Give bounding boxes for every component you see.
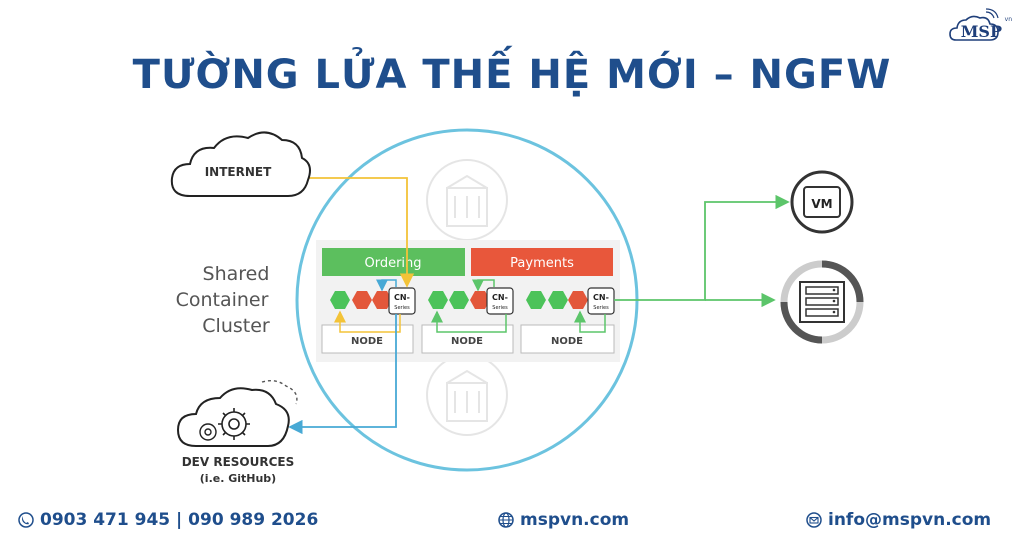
server-icon (780, 260, 864, 344)
node-box-3 (520, 324, 615, 354)
website-text: mspvn.com (520, 510, 630, 530)
node-box-1 (321, 324, 414, 354)
payments-label: Payments (510, 256, 574, 271)
svg-text:Series: Series (394, 305, 410, 311)
globe-icon (498, 512, 514, 528)
internal-flow-line (334, 310, 401, 333)
cluster-label-line3: Cluster (202, 315, 270, 337)
dev-resources-sub: (i.e. GitHub) (200, 472, 276, 485)
green-flow-line (472, 279, 495, 292)
pod-hexagon (449, 291, 469, 309)
footer-email[interactable]: info@mspvn.com (806, 510, 991, 530)
dev-resources-label: DEV RESOURCES (182, 455, 295, 469)
ordering-label: Ordering (364, 256, 421, 271)
pod-hexagon (330, 291, 350, 309)
pod-hexagon (428, 291, 448, 309)
green-flow-line (574, 310, 606, 333)
svg-text:CN-: CN- (593, 293, 609, 302)
dev-resources-flow-line (288, 314, 397, 435)
pod-hexagon (568, 291, 588, 309)
mail-icon (806, 512, 822, 528)
node-label: NODE (451, 336, 483, 347)
logo-superscript: vn (1004, 16, 1012, 23)
pod-hexagon (470, 291, 490, 309)
internet-cloud-icon (170, 131, 311, 197)
pod-hexagon (548, 291, 568, 309)
logo-text: MSP (960, 22, 1002, 41)
phone-text: 0903 471 945 | 090 989 2026 (40, 510, 319, 530)
vm-flow-line (614, 194, 790, 301)
page-title: TƯỜNG LỬA THẾ HỆ MỚI – NGFW (132, 52, 892, 98)
ordering-bar (322, 248, 465, 276)
node-label: NODE (351, 336, 383, 347)
cn-series-box-3: CN- Series (587, 287, 615, 315)
node-label: NODE (551, 336, 583, 347)
email-text: info@mspvn.com (828, 510, 992, 530)
msp-logo (949, 8, 999, 41)
vm-label: VM (811, 197, 832, 211)
gear-icon (218, 408, 250, 440)
cluster-label-line2: Container (176, 289, 269, 311)
footer-website[interactable]: mspvn.com (498, 510, 629, 530)
internet-label: INTERNET (205, 165, 272, 179)
dashed-cloud-icon (261, 379, 298, 405)
phone-icon (18, 512, 34, 528)
svg-text:CN-: CN- (492, 293, 508, 302)
svg-text:Series: Series (492, 305, 508, 311)
pod-hexagon (526, 291, 546, 309)
blue-flow-line (376, 279, 397, 292)
footer-phone[interactable]: 0903 471 945 | 090 989 2026 (18, 510, 318, 530)
payments-bar (471, 248, 613, 276)
ngfw-diagram: Ordering Payments CN- Series CN- Series … (170, 128, 864, 485)
pod-hexagon (372, 291, 392, 309)
pod-hexagon (352, 291, 372, 309)
cn-series-box-1: CN- Series (388, 287, 416, 315)
gear-icon (199, 423, 217, 441)
cn-series-box-2: CN- Series (486, 287, 514, 315)
green-flow-line (431, 310, 507, 333)
cluster-label-line1: Shared (203, 263, 270, 285)
internet-flow-line (308, 177, 415, 288)
svg-text:CN-: CN- (394, 293, 410, 302)
svg-text:Series: Series (593, 305, 609, 311)
